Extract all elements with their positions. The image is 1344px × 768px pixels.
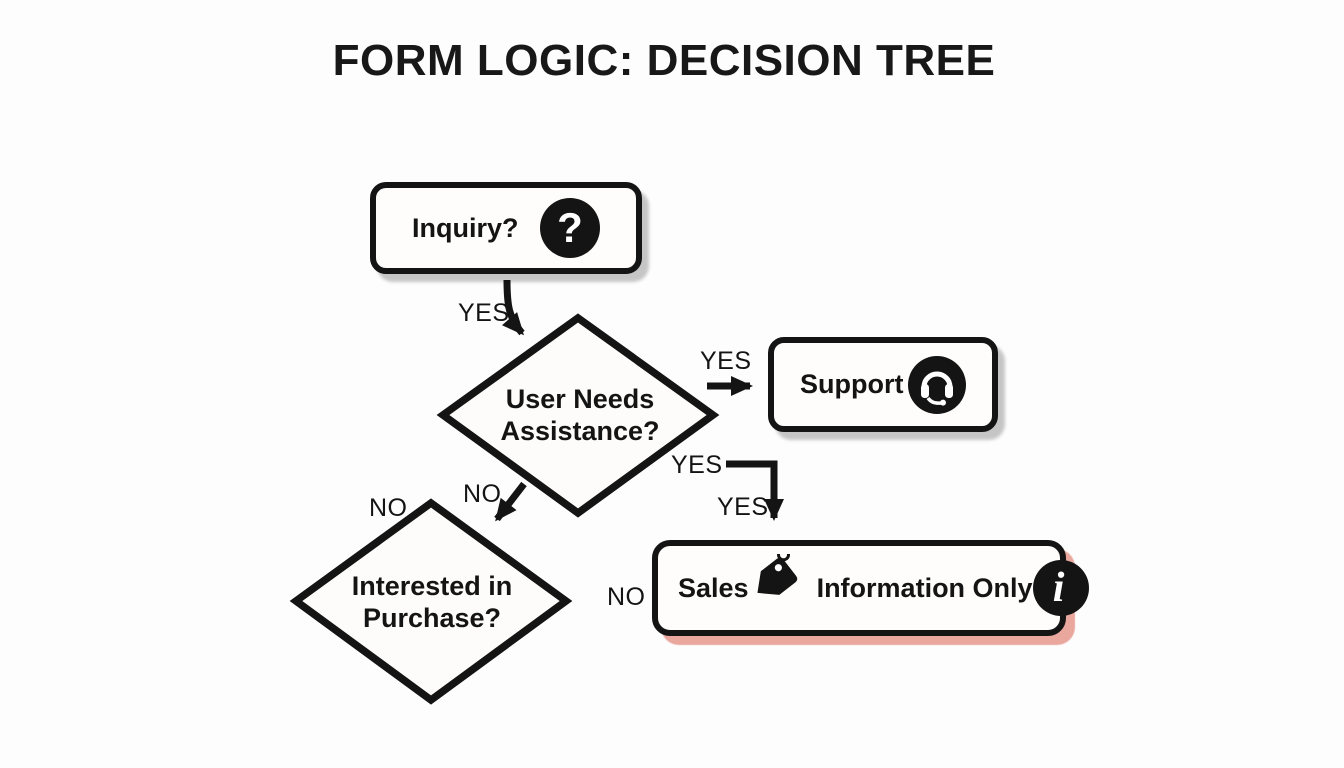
sales-label: Sales — [678, 572, 749, 603]
interested-purchase-label: Interested in Purchase? — [351, 571, 513, 633]
edge-label-no-assistance: NO — [463, 480, 502, 508]
edge-label-no-purchase: NO — [369, 494, 408, 522]
info-icon: i — [1032, 560, 1089, 616]
node-support: Support — [768, 337, 998, 432]
edge-label-no-sales: NO — [607, 583, 646, 611]
arrow-inquiry-yes — [502, 279, 525, 336]
headset-icon — [908, 355, 966, 414]
needs-assistance-label: User Needs Assistance? — [500, 384, 660, 446]
edge-label-yes-support: YES — [700, 347, 752, 375]
edge-label-yes-sales-outer: YES — [671, 451, 723, 479]
inquiry-label: Inquiry? — [412, 212, 519, 243]
arrow-assistance-no-purchase — [494, 481, 527, 522]
node-inquiry: Inquiry? ? — [370, 182, 642, 274]
decision-diamond-interested-purchase — [289, 498, 573, 705]
edge-label-yes-sales-inner: YES — [717, 493, 769, 521]
node-sales-information-only: Sales Information Only i — [652, 540, 1089, 636]
decision-diamond-needs-assistance — [436, 313, 720, 518]
arrow-assistance-yes-sales — [726, 460, 784, 521]
price-tag-icon — [751, 554, 801, 602]
support-label: Support — [800, 369, 904, 399]
question-mark-icon: ? — [540, 198, 600, 258]
edge-label-yes-inquiry: YES — [458, 299, 510, 327]
page-title: FORM LOGIC: DECISION TREE — [332, 36, 996, 85]
information-only-label: Information Only — [816, 572, 1033, 603]
